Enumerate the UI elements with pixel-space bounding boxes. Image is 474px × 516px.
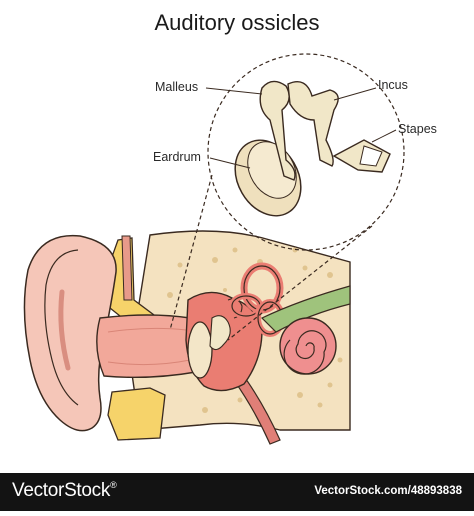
label-eardrum: Eardrum <box>153 150 201 164</box>
label-leaders <box>205 87 397 169</box>
vectorstock-logo: VectorStock® <box>12 480 117 502</box>
label-malleus: Malleus <box>155 80 199 94</box>
auricle <box>23 234 117 432</box>
ear-canal <box>96 314 197 379</box>
brand-name: VectorStock <box>12 480 111 501</box>
label-incus: Incus <box>378 78 408 92</box>
label-stapes: Stapes <box>398 122 437 136</box>
ossicles-magnified <box>234 80 391 217</box>
magnifier-outline <box>169 53 405 341</box>
eustachian-tube <box>121 235 281 445</box>
watermark-footer: VectorStock® VectorStock.com/48893838 <box>0 473 474 511</box>
cochlea <box>279 317 337 375</box>
diagram-title: Auditory ossicles <box>154 10 320 35</box>
image-url: VectorStock.com/48893838 <box>314 485 462 497</box>
registered-mark: ® <box>110 480 117 490</box>
